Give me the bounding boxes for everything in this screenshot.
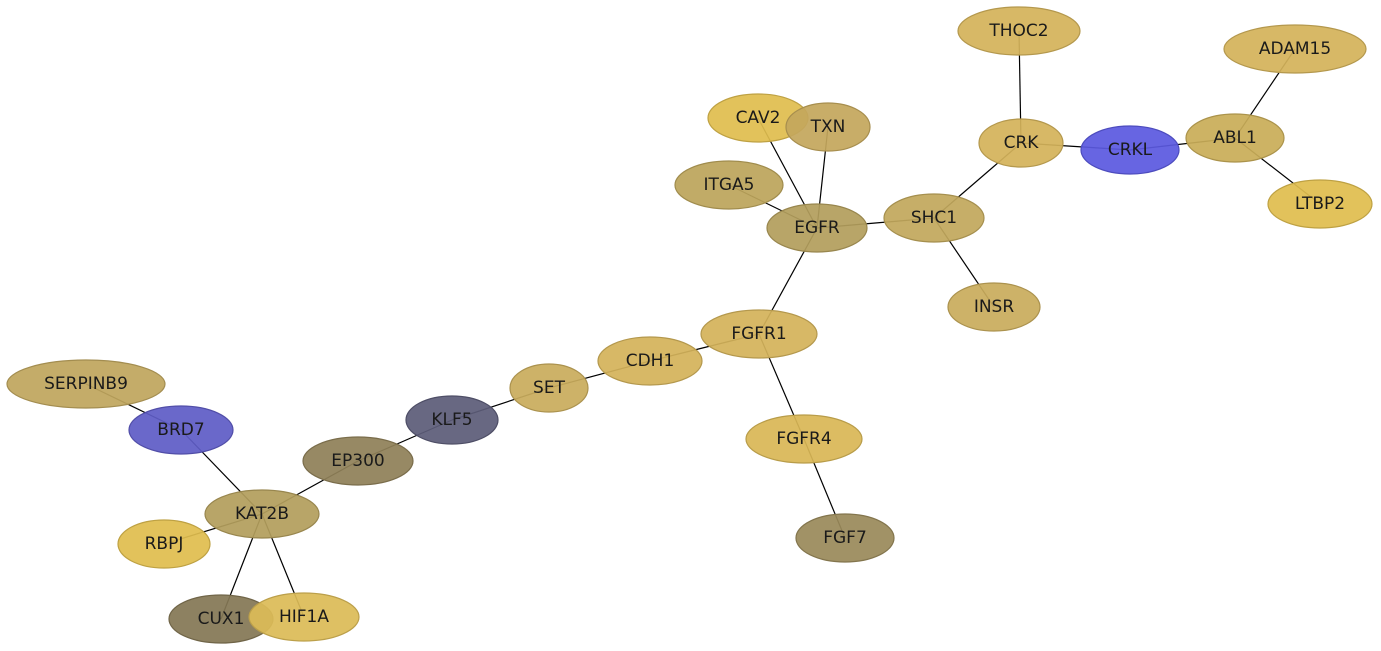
node-label: ADAM15 bbox=[1259, 39, 1331, 59]
node-rbpj[interactable]: RBPJ bbox=[117, 519, 211, 569]
node-shc1[interactable]: SHC1 bbox=[883, 193, 985, 243]
node-shape bbox=[405, 395, 499, 445]
node-label: ITGA5 bbox=[703, 175, 754, 195]
node-crk[interactable]: CRK bbox=[978, 118, 1064, 168]
node-label: SET bbox=[533, 378, 566, 398]
node-shape bbox=[1080, 125, 1180, 175]
node-label: TXN bbox=[810, 117, 846, 137]
node-shape bbox=[128, 405, 234, 455]
node-shape bbox=[1185, 113, 1285, 163]
node-cdh1[interactable]: CDH1 bbox=[597, 336, 703, 386]
node-label: KLF5 bbox=[431, 410, 472, 430]
node-kat2b[interactable]: KAT2B bbox=[204, 489, 320, 539]
node-fgf7[interactable]: FGF7 bbox=[795, 513, 895, 563]
node-fgfr4[interactable]: FGFR4 bbox=[745, 414, 863, 464]
node-txn[interactable]: TXN bbox=[785, 102, 871, 152]
node-shape bbox=[597, 336, 703, 386]
node-shape bbox=[957, 6, 1081, 56]
node-label: BRD7 bbox=[157, 420, 204, 440]
node-shape bbox=[674, 160, 784, 210]
node-label: CRK bbox=[1004, 133, 1040, 153]
node-crkl[interactable]: CRKL bbox=[1080, 125, 1180, 175]
node-shape bbox=[1223, 24, 1367, 74]
node-shape bbox=[883, 193, 985, 243]
node-set[interactable]: SET bbox=[509, 363, 589, 413]
node-ltbp2[interactable]: LTBP2 bbox=[1267, 179, 1373, 229]
node-adam15[interactable]: ADAM15 bbox=[1223, 24, 1367, 74]
node-serpinb9[interactable]: SERPINB9 bbox=[6, 359, 166, 409]
node-label: ABL1 bbox=[1213, 128, 1257, 148]
node-shape bbox=[204, 489, 320, 539]
node-label: FGF7 bbox=[823, 528, 867, 548]
node-klf5[interactable]: KLF5 bbox=[405, 395, 499, 445]
node-label: LTBP2 bbox=[1295, 194, 1345, 214]
node-brd7[interactable]: BRD7 bbox=[128, 405, 234, 455]
node-label: THOC2 bbox=[988, 21, 1048, 41]
node-shape bbox=[248, 592, 360, 642]
node-cux1[interactable]: CUX1 bbox=[168, 594, 274, 644]
node-label: INSR bbox=[974, 297, 1015, 317]
node-shape bbox=[302, 436, 414, 486]
node-itga5[interactable]: ITGA5 bbox=[674, 160, 784, 210]
node-abl1[interactable]: ABL1 bbox=[1185, 113, 1285, 163]
node-shape bbox=[766, 203, 868, 253]
node-egfr[interactable]: EGFR bbox=[766, 203, 868, 253]
node-cav2[interactable]: CAV2 bbox=[707, 93, 809, 143]
node-label: CRKL bbox=[1108, 140, 1153, 160]
node-label: SERPINB9 bbox=[44, 374, 128, 394]
node-label: EP300 bbox=[331, 451, 384, 471]
node-label: SHC1 bbox=[911, 208, 957, 228]
node-label: CUX1 bbox=[198, 609, 245, 629]
node-thoc2[interactable]: THOC2 bbox=[957, 6, 1081, 56]
node-fgfr1[interactable]: FGFR1 bbox=[700, 309, 818, 359]
node-label: CAV2 bbox=[736, 108, 781, 128]
node-shape bbox=[509, 363, 589, 413]
node-label: KAT2B bbox=[235, 504, 289, 524]
node-shape bbox=[700, 309, 818, 359]
node-insr[interactable]: INSR bbox=[947, 282, 1041, 332]
node-shape bbox=[947, 282, 1041, 332]
node-hif1a[interactable]: HIF1A bbox=[248, 592, 360, 642]
node-label: FGFR1 bbox=[731, 324, 786, 344]
node-shape bbox=[978, 118, 1064, 168]
node-label: HIF1A bbox=[279, 607, 329, 627]
node-shape bbox=[117, 519, 211, 569]
node-label: RBPJ bbox=[145, 534, 184, 554]
node-shape bbox=[6, 359, 166, 409]
node-label: FGFR4 bbox=[776, 429, 831, 449]
node-ep300[interactable]: EP300 bbox=[302, 436, 414, 486]
node-label: EGFR bbox=[794, 218, 840, 238]
node-shape bbox=[795, 513, 895, 563]
node-label: CDH1 bbox=[626, 351, 675, 371]
node-shape bbox=[785, 102, 871, 152]
node-shape bbox=[745, 414, 863, 464]
node-shape bbox=[1267, 179, 1373, 229]
